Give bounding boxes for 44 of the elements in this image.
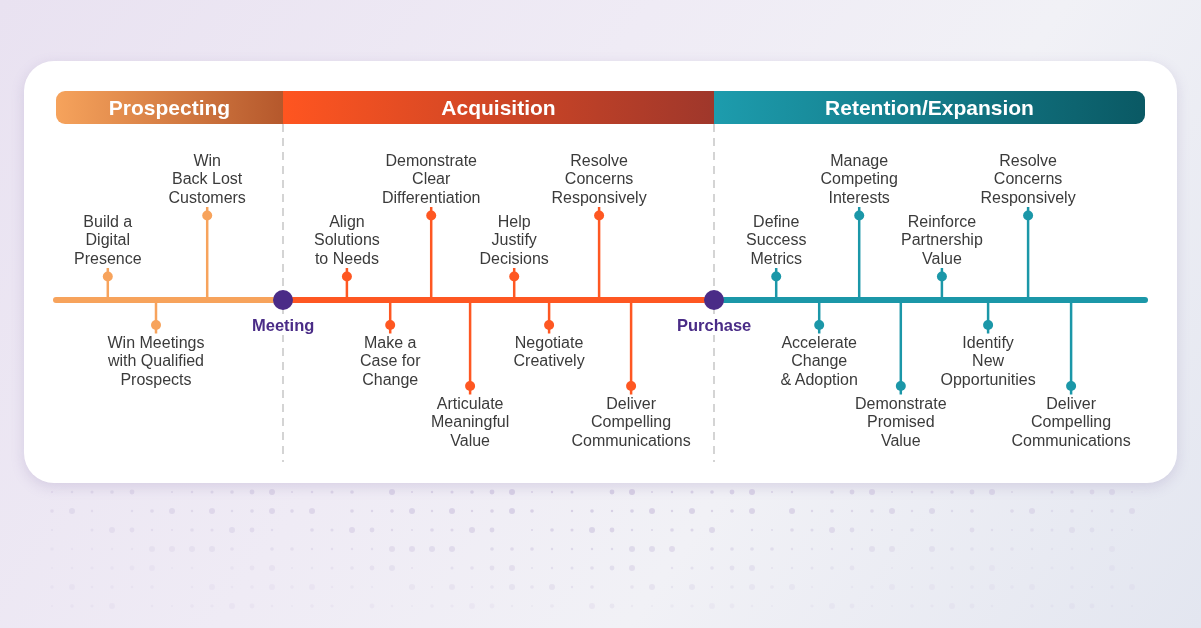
step-label: Define Success Metrics (746, 212, 807, 268)
leader-line (544, 300, 555, 334)
step-label: Resolve Concerns Responsively (980, 151, 1076, 207)
leader-line (102, 268, 113, 300)
step-label: Make a Case for Change (360, 333, 421, 389)
leader-line (594, 207, 605, 300)
phase-title: Acquisition (441, 95, 556, 120)
step-label: Articulate Meaningful Value (431, 394, 510, 450)
leader-line (202, 207, 213, 300)
step-label: Win Back Lost Customers (168, 151, 246, 207)
leader-line (341, 268, 352, 300)
step-label: Demonstrate Clear Differentiation (382, 151, 481, 207)
leader-line (426, 207, 437, 300)
leader-line (509, 268, 520, 300)
leader-line (385, 300, 396, 334)
leader-line (936, 268, 947, 300)
leader-line (854, 207, 865, 300)
leader-line (895, 300, 906, 395)
phase-band (714, 91, 1145, 124)
step-label: Build a Digital Presence (74, 212, 142, 268)
step-label: Align Solutions to Needs (314, 212, 380, 268)
leader-line (771, 268, 782, 300)
leader-line (465, 300, 476, 395)
phase-band (283, 91, 714, 124)
step-label: Deliver Compelling Communications (571, 394, 691, 450)
step-label: Reinforce Partnership Value (901, 212, 983, 268)
step-label: Deliver Compelling Communications (1011, 394, 1131, 450)
step-label: Identify New Opportunities (940, 333, 1036, 389)
step-label: Demonstrate Promised Value (855, 394, 947, 450)
phase-band (56, 91, 283, 124)
leader-line (151, 300, 161, 334)
phase-title: Prospecting (108, 95, 231, 120)
step-label: Manage Competing Interests (820, 151, 898, 207)
step-label: Help Justify Decisions (479, 212, 549, 268)
leader-line (626, 300, 637, 395)
step-label: Accelerate Change & Adoption (780, 333, 858, 389)
leader-line (1066, 300, 1077, 395)
leader-line (983, 300, 994, 334)
leader-line (1023, 207, 1034, 300)
step-label: Negotiate Creatively (513, 333, 585, 371)
leader-line (814, 300, 825, 334)
step-label: Resolve Concerns Responsively (551, 151, 647, 207)
step-label: Win Meetings with Qualified Prospects (107, 333, 205, 389)
phase-title: Retention/Expansion (825, 95, 1034, 120)
